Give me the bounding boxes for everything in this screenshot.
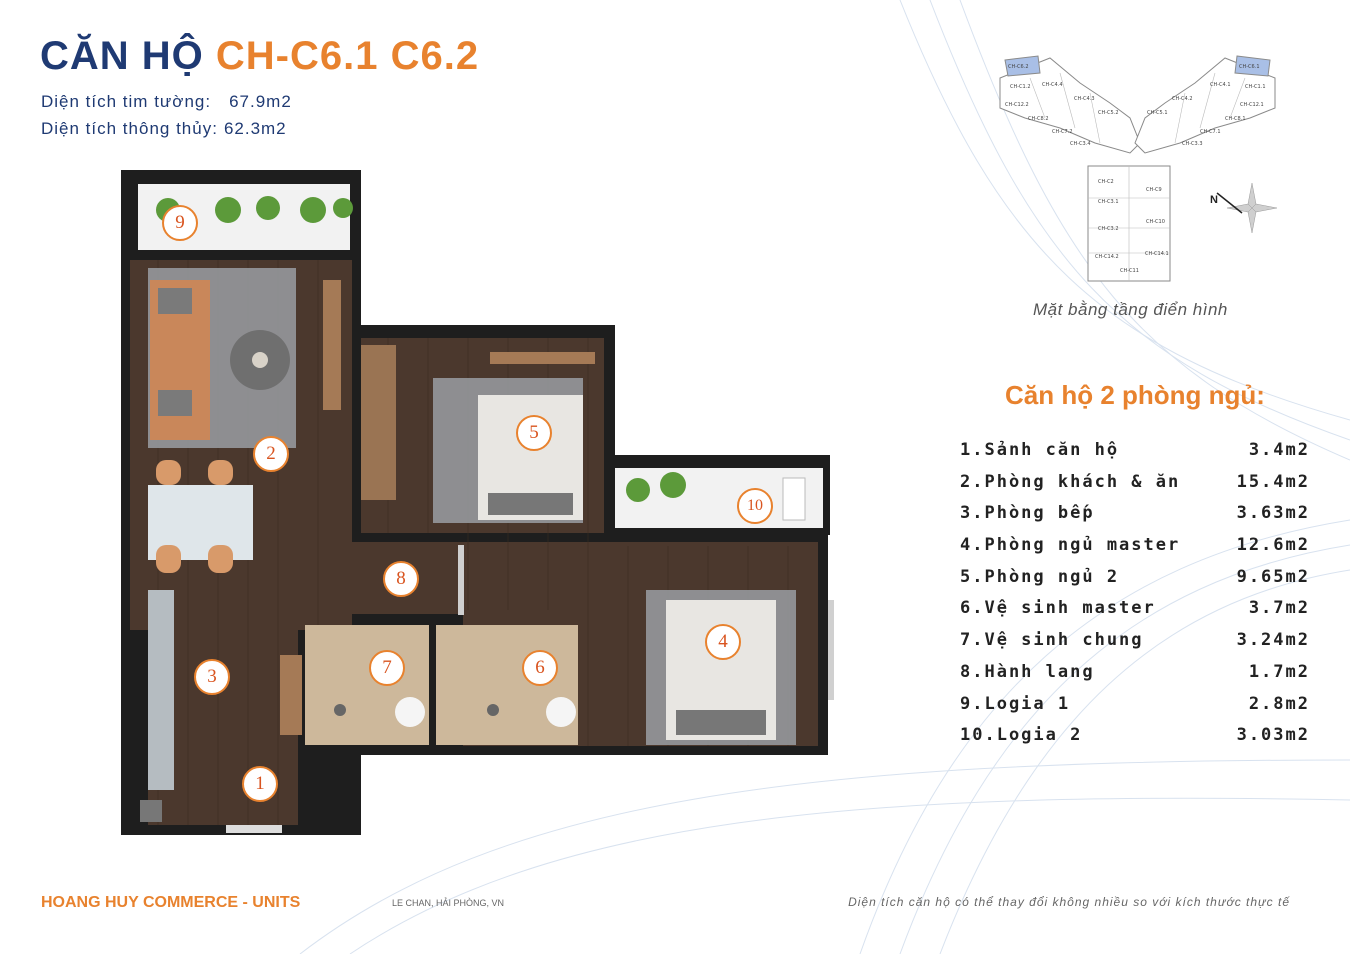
room-label: 9.Logia 1	[960, 693, 1071, 714]
room-row: 5.Phòng ngủ 2 9.65m2	[960, 567, 1310, 599]
room-badge-9: 9	[162, 205, 198, 241]
key-label: CH-C5.1	[1147, 110, 1168, 116]
key-label: CH-C8.2	[1028, 116, 1049, 122]
gross-area-value: 67.9m2	[229, 92, 292, 111]
room-area: 3.63m2	[1236, 503, 1310, 524]
room-row: 6.Vệ sinh master 3.7m2	[960, 598, 1310, 630]
key-label: CH-C3.4	[1070, 141, 1091, 147]
room-label: 6.Vệ sinh master	[960, 598, 1156, 619]
key-label: CH-C7.1	[1200, 129, 1221, 135]
floor-plan	[121, 170, 834, 835]
room-area: 1.7m2	[1248, 661, 1310, 682]
wc-6-area	[436, 625, 578, 745]
gross-area: Diện tích tim tường: 67.9m2	[41, 92, 292, 112]
room-row: 7.Vệ sinh chung 3.24m2	[960, 630, 1310, 662]
room-area: 3.03m2	[1236, 725, 1310, 746]
room-badge-5: 5	[516, 415, 552, 451]
net-area-label: Diện tích thông thủy:	[41, 119, 218, 138]
compass-label: N	[1210, 194, 1218, 206]
room-label: 8.Hành lang	[960, 661, 1095, 682]
room-badge-3: 3	[194, 659, 230, 695]
room-badge-8: 8	[383, 561, 419, 597]
room-badge-6: 6	[522, 650, 558, 686]
room-label: 10.Logia 2	[960, 725, 1083, 746]
room-badge-1: 1	[242, 766, 278, 802]
net-area: Diện tích thông thủy: 62.3m2	[41, 119, 287, 139]
room-badge-7: 7	[369, 650, 405, 686]
key-label: CH-C6.1	[1239, 64, 1260, 70]
key-label: CH-C3.1	[1098, 199, 1119, 205]
room-area: 2.8m2	[1248, 693, 1310, 714]
key-label: CH-C3.2	[1098, 226, 1119, 232]
room-row: 10.Logia 2 3.03m2	[960, 725, 1310, 757]
room-area: 12.6m2	[1236, 535, 1310, 556]
room-area: 15.4m2	[1236, 471, 1310, 492]
room-row: 9.Logia 1 2.8m2	[960, 694, 1310, 726]
key-label: CH-C9	[1146, 187, 1162, 193]
room-area: 3.4m2	[1248, 440, 1310, 460]
room-badge-4: 4	[705, 624, 741, 660]
room-area: 3.24m2	[1236, 630, 1310, 651]
room-label: 5.Phòng ngủ 2	[960, 566, 1120, 587]
footer-brand: HOANG HUY COMMERCE - UNITS	[41, 894, 301, 911]
key-label: CH-C14.2	[1095, 254, 1119, 260]
wc-7-area	[305, 625, 429, 745]
key-label: CH-C6.2	[1008, 64, 1029, 70]
key-label: CH-C4.4	[1042, 82, 1063, 88]
key-plan: CH-C6.2 CH-C4.4 CH-C1.2 CH-C12.2 CH-C8.2…	[999, 55, 1278, 282]
key-label: CH-C1.2	[1010, 84, 1031, 90]
room-row: 4.Phòng ngủ master 12.6m2	[960, 535, 1310, 567]
room-row: 2.Phòng khách & ăn 15.4m2	[960, 472, 1310, 504]
rooms-heading: Căn hộ 2 phòng ngủ:	[1005, 380, 1265, 410]
net-area-value: 62.3m2	[223, 119, 287, 138]
kitchen-counter	[148, 590, 174, 790]
footer-location: LE CHAN, HẢI PHÒNG, VN	[392, 898, 505, 908]
key-label: CH-C12.1	[1240, 102, 1264, 108]
footer-disclaimer: Diện tích căn hộ có thể thay đổi không n…	[848, 895, 1290, 909]
room-area-table: 1.Sảnh căn hộ 3.4m2 2.Phòng khách & ăn 15.…	[960, 440, 1310, 757]
title-unit-code: CH-C6.1 C6.2	[215, 34, 480, 78]
unit-c6-1-highlight	[1234, 55, 1271, 77]
room-label: 4.Phòng ngủ master	[960, 535, 1181, 556]
key-plan-caption: Mặt bằng tầng điển hình	[1033, 300, 1228, 319]
key-label: CH-C4.1	[1210, 82, 1231, 88]
room-area: 3.7m2	[1248, 598, 1310, 619]
key-label: CH-C7.2	[1052, 129, 1073, 135]
room-badge-10: 10	[737, 488, 773, 524]
room-label: 2.Phòng khách & ăn	[960, 471, 1181, 492]
room-label: 7.Vệ sinh chung	[960, 630, 1144, 651]
key-label: CH-C8.1	[1225, 116, 1246, 122]
room-label: 3.Phòng bếp	[960, 503, 1095, 524]
key-label: CH-C4.2	[1172, 96, 1193, 102]
key-label: CH-C5.2	[1098, 110, 1119, 116]
key-label: CH-C11	[1120, 268, 1139, 274]
room-row: 1.Sảnh căn hộ 3.4m2	[960, 440, 1310, 472]
key-label: CH-C12.2	[1005, 102, 1029, 108]
compass-icon: N	[1210, 182, 1278, 234]
key-label: CH-C10	[1146, 219, 1165, 225]
unit-c6-2-highlight	[1004, 55, 1041, 77]
room-label: 1.Sảnh căn hộ	[960, 440, 1120, 460]
key-label: CH-C2	[1098, 179, 1114, 185]
gross-area-label: Diện tích tim tường:	[41, 92, 212, 111]
key-label: CH-C3.3	[1182, 141, 1203, 147]
room-row: 3.Phòng bếp 3.63m2	[960, 503, 1310, 535]
key-label: CH-C14.1	[1145, 251, 1169, 257]
room-badge-2: 2	[253, 436, 289, 472]
page-title: CĂN HỘ CH-C6.1 C6.2	[40, 34, 479, 79]
key-label: CH-C1.1	[1245, 84, 1266, 90]
title-prefix: CĂN HỘ	[40, 34, 204, 78]
key-label: CH-C4.3	[1074, 96, 1095, 102]
room-row: 8.Hành lang 1.7m2	[960, 662, 1310, 694]
room-area: 9.65m2	[1236, 566, 1310, 587]
